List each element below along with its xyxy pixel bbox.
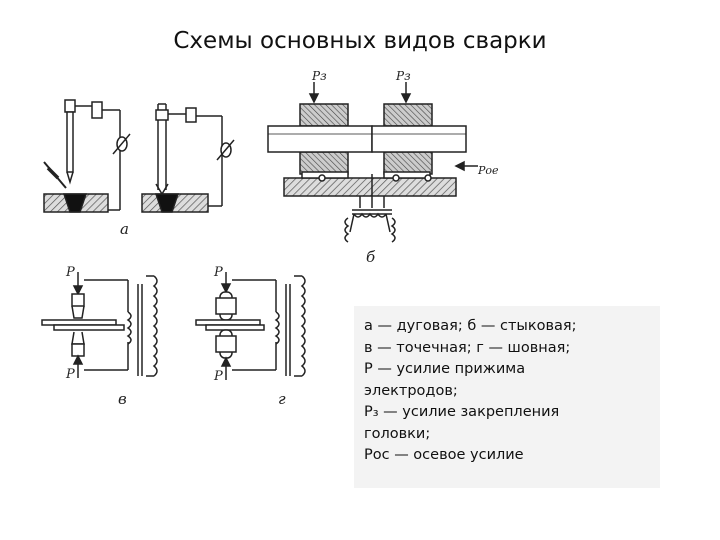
label-p-top-g: P	[213, 265, 223, 280]
legend-line: электродов;	[364, 382, 458, 399]
label-v: в	[118, 390, 127, 408]
scheme-a-arc-welding	[43, 99, 235, 213]
label-p-bottom-g: P	[213, 369, 223, 384]
scheme-v-spot-welding	[41, 272, 158, 378]
label-g: г	[278, 390, 286, 408]
legend-box: а — дуговая; б — стыковая; в — точечная;…	[354, 306, 660, 488]
label-p-top-v: P	[65, 265, 75, 280]
legend-line: головки;	[364, 425, 431, 442]
label-a: а	[120, 220, 129, 238]
scheme-b-butt-welding	[267, 82, 478, 243]
scheme-g-seam-welding	[195, 272, 306, 380]
legend-line: Р — усилие прижима	[364, 361, 526, 377]
label-pz-left: Pз	[311, 69, 327, 83]
legend-line: Р₃ — усилие закрепления	[364, 404, 560, 420]
legend-line: а — дуговая; б — стыковая;	[364, 318, 577, 334]
slide-title: Схемы основных видов сварки	[173, 28, 547, 54]
legend-line: Pос — осевое усилие	[364, 447, 524, 463]
label-pz-right: Pз	[395, 69, 411, 83]
label-b: б	[366, 248, 376, 266]
label-p-bottom-v: P	[65, 367, 75, 382]
label-poe: Pое	[477, 164, 499, 177]
legend-line: в — точечная; г — шовная;	[364, 339, 571, 356]
